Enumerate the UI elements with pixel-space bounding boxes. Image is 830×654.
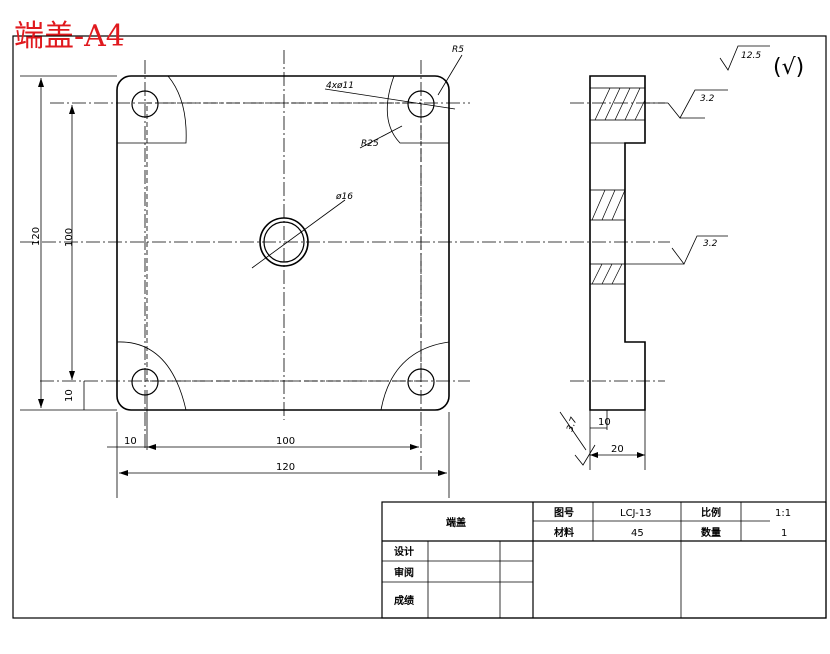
title-scale-label: 比例	[701, 506, 721, 519]
side-hatch-center-upper	[589, 189, 626, 221]
dim-text-holes: 4xø11	[326, 81, 354, 91]
leader-center-hole	[251, 199, 346, 269]
arc-r25-bottom-right	[380, 341, 450, 411]
arc-r25-top-left	[117, 75, 187, 144]
dim-text-side-width: 20	[611, 444, 624, 455]
dim-text-offset-bottom: 10	[64, 389, 75, 402]
side-dimensions	[559, 410, 646, 470]
title-review-label: 审阅	[394, 566, 414, 579]
dim-text-width-inner: 100	[276, 436, 295, 447]
title-part-name: 端盖	[446, 516, 466, 529]
dim-text-width-outer: 120	[276, 462, 295, 473]
title-block	[381, 501, 827, 619]
dim-text-height-outer: 120	[31, 227, 42, 246]
title-quantity: 1	[781, 528, 787, 539]
title-grade-label: 成绩	[394, 594, 414, 607]
leader-r5	[437, 54, 463, 96]
rough-text-top: 3.2	[700, 94, 715, 104]
roughness-symbols	[625, 45, 770, 265]
dim-text-r5: R5	[452, 45, 464, 55]
front-view	[20, 50, 670, 470]
title-scale: 1:1	[775, 508, 791, 519]
title-material-label: 材料	[554, 526, 574, 539]
side-outline	[589, 75, 646, 411]
leader-r25	[359, 125, 403, 149]
title-drawing-no-label: 图号	[554, 507, 574, 519]
side-hatch-top	[589, 87, 646, 121]
title-material: 45	[631, 528, 644, 539]
dim-text-height-inner: 100	[64, 228, 75, 247]
leader-holes	[324, 88, 456, 110]
title-drawing-no: LCJ-13	[620, 508, 651, 519]
side-view	[570, 75, 665, 411]
title-quantity-label: 数量	[701, 526, 721, 539]
dim-text-center-hole: ø16	[335, 192, 353, 202]
plate-outline	[116, 75, 450, 411]
dim-text-offset-left: 10	[124, 436, 137, 447]
rough-symbol-general	[719, 45, 770, 71]
front-dimensions	[20, 54, 463, 498]
dim-text-side-rough: 3.7	[565, 416, 579, 433]
arc-r25-bottom-left	[116, 341, 187, 411]
title-design-label: 设计	[394, 545, 414, 558]
rough-text-center: 3.2	[703, 239, 718, 249]
arc-r25-top-right	[386, 75, 449, 144]
rough-text-general: 12.5	[741, 51, 761, 61]
stamp-title: 端盖-A4	[14, 19, 125, 54]
rough-symbol-center	[671, 235, 728, 265]
rough-general-mark: (√)	[773, 55, 804, 80]
rough-symbol-top	[667, 89, 728, 119]
side-hatch-center-lower	[589, 263, 626, 285]
dim-text-r25: R25	[361, 139, 379, 149]
dim-text-side-step: 10	[598, 417, 611, 428]
